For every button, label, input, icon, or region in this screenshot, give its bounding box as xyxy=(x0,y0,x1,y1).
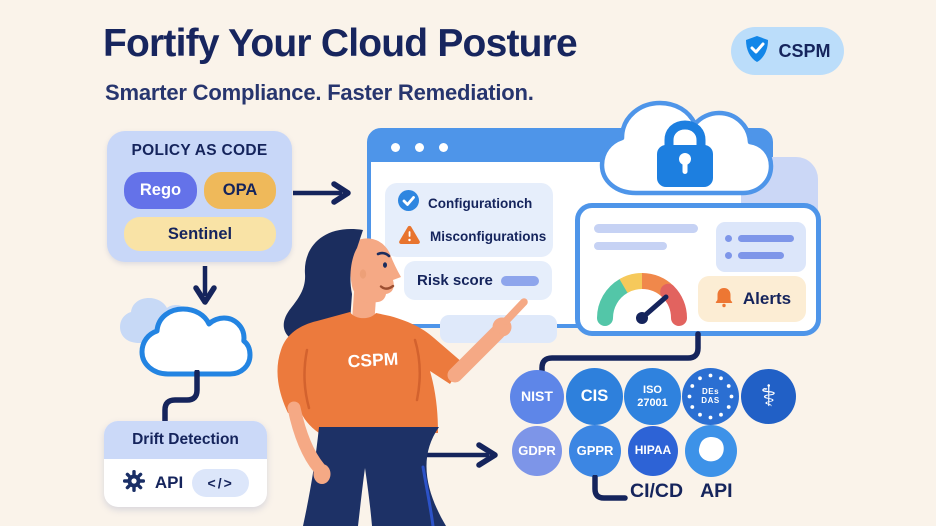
dot-ring-icon xyxy=(687,373,734,420)
bullet-icon xyxy=(725,235,732,243)
rego-pill: Rego xyxy=(124,172,197,209)
badge-caduceus: ⚕ xyxy=(741,369,796,424)
page-subtitle: Smarter Compliance. Faster Remediation. xyxy=(105,80,534,105)
warning-triangle-icon xyxy=(398,224,421,250)
badge-shield-blob xyxy=(685,425,737,477)
policy-box-title: POLICY AS CODE xyxy=(131,142,268,159)
cspm-badge-label: CSPM xyxy=(778,40,831,61)
misconfigurations-row: Misconfigurations xyxy=(398,224,553,250)
bullet-icon xyxy=(725,251,732,259)
drift-detection-box: Drift Detection API </> xyxy=(104,421,267,507)
risk-score-bar xyxy=(501,275,539,286)
shirt-cspm-label: CSPM xyxy=(347,348,399,372)
alerts-card: Alerts xyxy=(698,276,806,322)
list-item xyxy=(725,251,797,259)
page-title: Fortify Your Cloud Posture xyxy=(103,22,578,65)
alerts-label: Alerts xyxy=(742,289,792,308)
badge-gppr: GPPR xyxy=(569,425,621,477)
configuration-check-label: Configurationch xyxy=(428,195,533,211)
skeleton-line xyxy=(594,224,698,233)
pipeline-labels: CI/CD API xyxy=(630,480,733,503)
list-line xyxy=(738,251,784,259)
list-item xyxy=(725,235,797,243)
list-card xyxy=(716,222,806,272)
check-circle-icon xyxy=(398,190,419,216)
window-dot-icon xyxy=(415,142,424,152)
code-icon: </> xyxy=(192,469,250,497)
list-line xyxy=(738,235,794,243)
skeleton-line xyxy=(594,242,667,250)
cicd-label: CI/CD xyxy=(630,480,684,502)
dashboard-panel: Alerts xyxy=(575,203,821,336)
misconfigurations-label: Misconfigurations xyxy=(430,229,547,245)
connector-squiggle xyxy=(162,370,200,426)
drift-box-title: Drift Detection xyxy=(104,421,267,459)
bell-icon xyxy=(713,286,735,313)
configuration-check-row: Configurationch xyxy=(398,190,553,216)
policy-as-code-box: POLICY AS CODE Rego OPA Sentinel xyxy=(107,131,292,262)
cspm-badge: CSPM xyxy=(731,27,844,75)
risk-score-card: Risk score xyxy=(404,261,552,300)
opa-pill: OPA xyxy=(204,172,276,209)
connector-cicd xyxy=(592,475,628,501)
window-dot-icon xyxy=(391,142,400,152)
badge-hipaa: HIPAA xyxy=(628,426,678,476)
cloud-icon xyxy=(139,306,253,377)
risk-gauge-icon xyxy=(597,272,688,326)
drift-api-label: API xyxy=(154,473,184,492)
badge-gdpr: GDPR xyxy=(512,426,562,476)
badge-cis: CIS xyxy=(566,368,623,425)
shield-check-icon xyxy=(744,35,770,68)
api-label: API xyxy=(700,480,733,502)
blob-shield-icon xyxy=(698,436,724,462)
window-dot-icon xyxy=(439,142,448,152)
secure-cloud-icon xyxy=(599,100,774,196)
risk-score-label: Risk score xyxy=(417,272,493,289)
woman-illustration xyxy=(277,229,528,526)
gear-icon xyxy=(122,469,146,498)
lock-icon xyxy=(657,120,713,187)
sentinel-pill: Sentinel xyxy=(124,217,276,251)
connector-panel-badges xyxy=(539,331,701,381)
arrow-right-icon xyxy=(293,181,351,205)
arrow-down-icon xyxy=(193,266,217,305)
config-checks-card: Configurationch Misconfigurations xyxy=(385,183,553,257)
caduceus-icon: ⚕ xyxy=(760,378,777,414)
badge-nist: NIST xyxy=(510,370,564,424)
